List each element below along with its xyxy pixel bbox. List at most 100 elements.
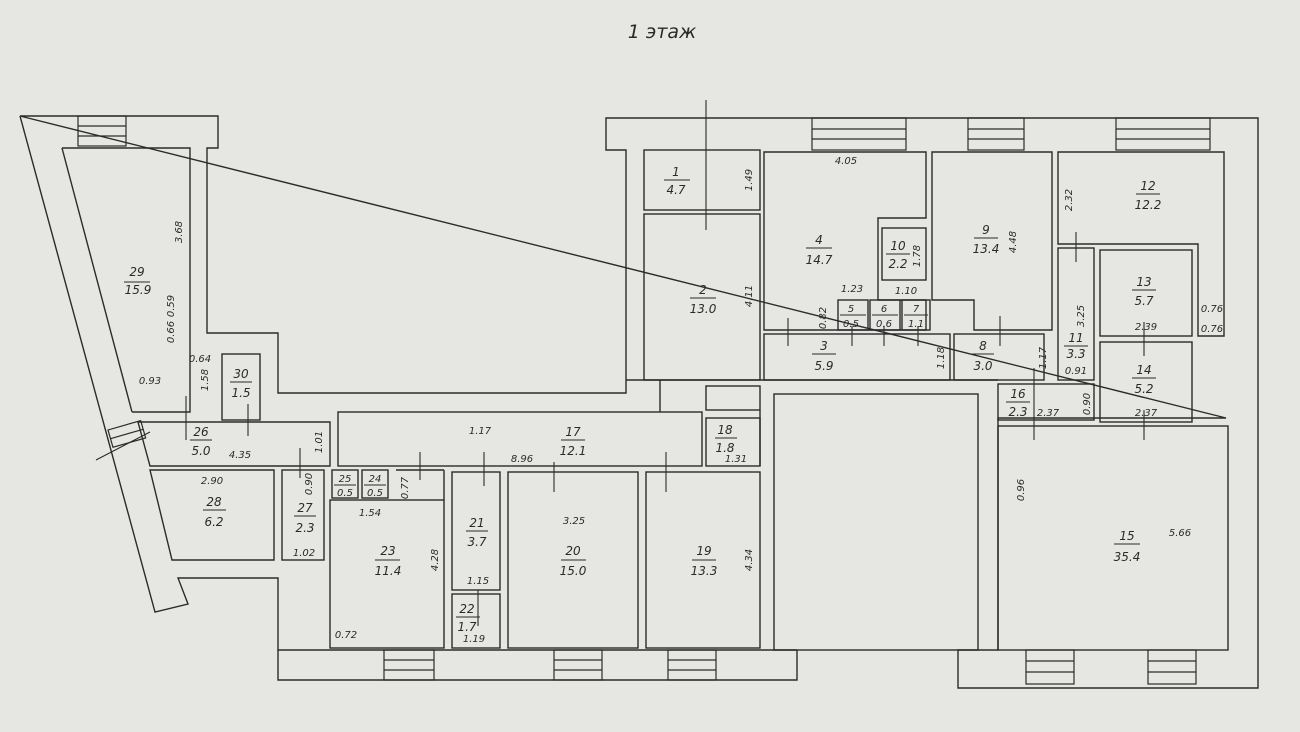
room-number: 24 bbox=[369, 474, 382, 485]
room-area: 1.5 bbox=[231, 386, 250, 400]
room-16: 16 2.3 bbox=[997, 383, 1095, 421]
room-area: 13.4 bbox=[973, 242, 1000, 256]
room-1: 1 4.7 bbox=[643, 149, 761, 211]
room-17: 17 12.1 bbox=[337, 411, 703, 467]
room-area: 4.7 bbox=[666, 183, 685, 197]
room-area: 5.7 bbox=[1134, 294, 1153, 308]
room-number: 28 bbox=[206, 495, 222, 509]
dimension-label: 4.34 bbox=[744, 549, 755, 571]
dimension-label: 0.76 bbox=[1201, 324, 1223, 335]
dimension-labels: 3.68 0.59 0.66 0.64 1.58 0.93 4.35 2.90 … bbox=[139, 156, 1223, 645]
dimension-label: 0.90 bbox=[304, 473, 315, 495]
room-area: 1.7 bbox=[457, 620, 476, 634]
dimension-label: 4.11 bbox=[744, 285, 755, 307]
window bbox=[383, 649, 435, 681]
room-21: 21 3.7 bbox=[451, 471, 501, 591]
room-number: 14 bbox=[1136, 363, 1151, 377]
dimension-label: 4.48 bbox=[1008, 231, 1019, 253]
room-area: 1.1 bbox=[908, 319, 924, 330]
dimension-label: 1.10 bbox=[895, 286, 917, 297]
room-area: 3.0 bbox=[973, 359, 992, 373]
dimension-label: 2.32 bbox=[1064, 189, 1075, 211]
room-5: 5 0.5 bbox=[837, 299, 869, 331]
room-number: 19 bbox=[696, 544, 711, 558]
room-15: 15 35.4 bbox=[997, 425, 1229, 651]
dimension-label: 3.68 bbox=[174, 221, 185, 243]
room-14: 14 5.2 bbox=[1099, 341, 1193, 423]
window bbox=[1025, 649, 1075, 685]
room-number: 8 bbox=[979, 339, 987, 353]
room-23: 23 11.4 bbox=[329, 469, 445, 649]
dimension-label: 1.19 bbox=[463, 634, 485, 645]
window bbox=[107, 419, 147, 449]
room-area: 35.4 bbox=[1114, 550, 1141, 564]
room-number: 5 bbox=[848, 304, 854, 315]
room-10: 10 2.2 bbox=[881, 227, 927, 281]
room-13: 13 5.7 bbox=[1099, 249, 1193, 337]
room-number: 15 bbox=[1119, 529, 1134, 543]
dimension-label: 1.58 bbox=[200, 369, 211, 391]
right-block-walls bbox=[626, 379, 998, 651]
room-26: 26 5.0 bbox=[137, 421, 331, 467]
room-number: 29 bbox=[129, 265, 144, 279]
room-number: 13 bbox=[1136, 275, 1151, 289]
room-number: 21 bbox=[469, 516, 484, 530]
room-area: 5.9 bbox=[814, 359, 833, 373]
room-6: 6 0.6 bbox=[869, 299, 901, 331]
room-area: 15.0 bbox=[560, 564, 587, 578]
room-3: 3 5.9 bbox=[763, 333, 951, 381]
room-20: 20 15.0 bbox=[507, 471, 639, 649]
room-area: 5.2 bbox=[1134, 382, 1153, 396]
windows bbox=[77, 100, 1211, 685]
room-area: 0.5 bbox=[337, 488, 353, 499]
room-area: 13.3 bbox=[691, 564, 718, 578]
room-number: 23 bbox=[380, 544, 395, 558]
dimension-label: 8.96 bbox=[511, 454, 533, 465]
room-number: 30 bbox=[233, 367, 249, 381]
room-25: 25 0.5 bbox=[331, 469, 359, 499]
room-area: 2.3 bbox=[1008, 405, 1027, 419]
room-area: 3.7 bbox=[467, 535, 486, 549]
dimension-label: 0.66 bbox=[166, 321, 177, 343]
room-27: 27 2.3 bbox=[281, 469, 325, 561]
dimension-label: 4.28 bbox=[430, 549, 441, 571]
room-number: 12 bbox=[1140, 179, 1155, 193]
window bbox=[1115, 117, 1211, 151]
room-number: 9 bbox=[982, 223, 990, 237]
partition-ticks bbox=[185, 232, 1145, 626]
dimension-label: 2.37 bbox=[1037, 408, 1060, 419]
window bbox=[1147, 649, 1197, 685]
room-number: 26 bbox=[193, 425, 209, 439]
room-number: 16 bbox=[1010, 387, 1026, 401]
dimension-label: 1.18 bbox=[936, 347, 947, 369]
window bbox=[967, 117, 1025, 151]
dimension-label: 1.78 bbox=[912, 245, 923, 267]
dimension-label: 4.35 bbox=[229, 450, 251, 461]
room-area: 5.0 bbox=[191, 444, 210, 458]
dimension-label: 1.49 bbox=[744, 169, 755, 191]
room-number: 20 bbox=[565, 544, 581, 558]
room-area: 0.5 bbox=[367, 488, 383, 499]
dimension-label: 0.76 bbox=[1201, 304, 1223, 315]
room-area: 3.3 bbox=[1066, 347, 1085, 361]
dimension-label: 0.90 bbox=[1082, 393, 1093, 415]
room-30: 30 1.5 bbox=[221, 353, 261, 421]
room-9: 9 13.4 bbox=[931, 151, 1053, 331]
room-area: 12.2 bbox=[1135, 198, 1162, 212]
room-area: 11.4 bbox=[375, 564, 402, 578]
plan-title: 1 этаж bbox=[628, 21, 696, 43]
dimension-label: 0.82 bbox=[818, 307, 829, 329]
room-number: 18 bbox=[717, 423, 733, 437]
room-number: 3 bbox=[820, 339, 828, 353]
room-number: 17 bbox=[565, 425, 581, 439]
room-area: 14.7 bbox=[806, 253, 833, 267]
dimension-label: 1.02 bbox=[293, 548, 315, 559]
window bbox=[553, 649, 603, 681]
room-number: 1 bbox=[672, 165, 680, 179]
room-24: 24 0.5 bbox=[361, 469, 389, 499]
dimension-label: 1.01 bbox=[314, 431, 325, 453]
room-number: 11 bbox=[1068, 331, 1083, 345]
dimension-label: 1.15 bbox=[467, 576, 489, 587]
dimension-label: 1.17 bbox=[469, 426, 492, 437]
